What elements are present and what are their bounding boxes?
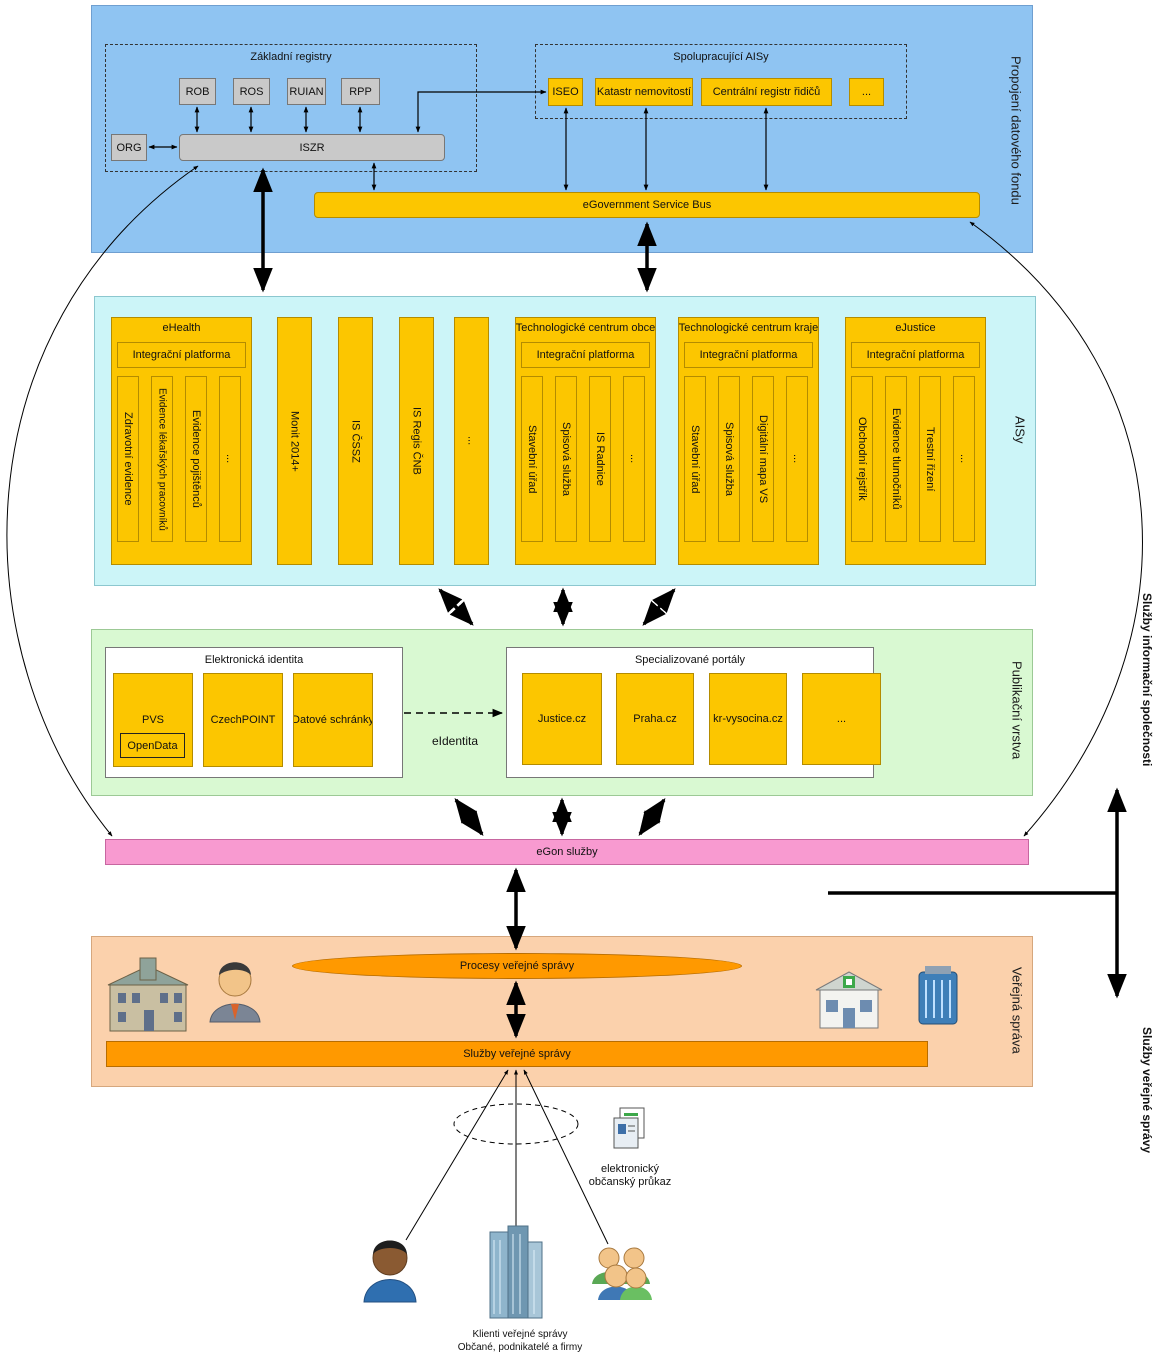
cooperating-group: [535, 44, 907, 119]
data-fund-label: Propojení datového fondu: [1008, 55, 1024, 205]
tc-municipality-item: ...: [623, 376, 645, 542]
ejustice-item: Obchodní rejstřík: [851, 376, 873, 542]
tc-region-item: ...: [786, 376, 808, 542]
tc-municipality-title: Technologické centrum obce: [515, 322, 656, 334]
group-icon: [592, 1247, 652, 1300]
ais-cadastre: Katastr nemovitostí: [595, 78, 693, 106]
portals-title: Specializované portály: [634, 654, 746, 666]
portal-praha: Praha.cz: [616, 673, 694, 765]
ehealth-item: ...: [219, 376, 241, 542]
ais-regis-cnb: IS Regis ČNB: [399, 317, 434, 565]
public-admin-label: Veřejná správa: [1009, 966, 1025, 1054]
office-building-icon: [918, 966, 958, 1025]
portal-vysocina: kr-vysocina.cz: [709, 673, 787, 765]
thick-links: [253, 167, 676, 1039]
ais-iseo: ISEO: [548, 78, 583, 106]
cooperating-title: Spolupracující AISy: [673, 51, 769, 63]
tc-municipality-item: IS Radnice: [589, 376, 611, 542]
id-card-caption-line2: občanský průkaz: [588, 1176, 672, 1188]
ais-drivers-registry: Centrální registr řidičů: [701, 78, 832, 106]
side-connector: [828, 787, 1127, 999]
ais-other: ...: [849, 78, 884, 106]
tc-region-item: Digitální mapa VS: [752, 376, 774, 542]
citizen-icon: [363, 1240, 417, 1303]
client-links: [405, 1069, 609, 1245]
tc-municipality-item: Spisová služba: [555, 376, 577, 542]
ais-monit: Monit 2014+: [277, 317, 312, 565]
tc-region-item: Stavební úřad: [684, 376, 706, 542]
esb-bar: eGovernment Service Bus: [314, 192, 980, 218]
czechpoint-box: CzechPOINT: [203, 673, 283, 767]
tc-municipality-integration: Integrační platforma: [521, 342, 650, 368]
registry-org: ORG: [111, 134, 147, 161]
portal-other: ...: [802, 673, 881, 765]
clients-caption-line1: Klienti veřejné správy: [472, 1328, 568, 1340]
services-bar: Služby veřejné správy: [106, 1041, 928, 1067]
official-icon: [209, 962, 261, 1023]
processes-ellipse: Procesy veřejné správy: [292, 953, 742, 979]
registry-links: [148, 89, 769, 191]
registry-ros: ROS: [233, 78, 270, 105]
ejustice-item: Trestní řízení: [919, 376, 941, 542]
pharmacy-icon: [815, 971, 883, 1029]
identity-title: Elektronická identita: [204, 654, 304, 666]
registry-rob: ROB: [179, 78, 216, 105]
tc-region-title: Technologické centrum kraje: [678, 322, 819, 334]
ais-cssz: IS ČSSZ: [338, 317, 373, 565]
ejustice-integration: Integrační platforma: [851, 342, 980, 368]
ais-other-standalone: ...: [454, 317, 489, 565]
registries-title: Základní registry: [250, 51, 332, 63]
id-card-icon: [613, 1107, 645, 1149]
registry-ruian: RUIAN: [287, 78, 326, 105]
egon-bar: eGon služby: [105, 839, 1029, 865]
company-building-icon: [489, 1225, 543, 1319]
portal-justice: Justice.cz: [522, 673, 602, 765]
tc-municipality-item: Stavební úřad: [521, 376, 543, 542]
tc-region-integration: Integrační platforma: [684, 342, 813, 368]
info-society-label: Služby informační společnosti: [1140, 593, 1154, 767]
databoxes-box: Datové schránky: [293, 673, 373, 767]
tc-region-item: Spisová služba: [718, 376, 740, 542]
ejustice-title: eJustice: [895, 322, 936, 334]
clients-caption-line2: Občané, podnikatelé a firmy: [457, 1341, 583, 1353]
outer-arcs: [6, 165, 1143, 837]
public-services-side-label: Služby veřejné správy: [1140, 1026, 1154, 1154]
iszr-box: ISZR: [179, 134, 445, 161]
ejustice-item: Evidence tlumočníků: [885, 376, 907, 542]
registry-rpp: RPP: [341, 78, 380, 105]
eidentity-label: eIdentita: [431, 734, 479, 748]
id-card-caption-line1: elektronický: [600, 1163, 660, 1175]
town-hall-icon: [107, 957, 189, 1032]
